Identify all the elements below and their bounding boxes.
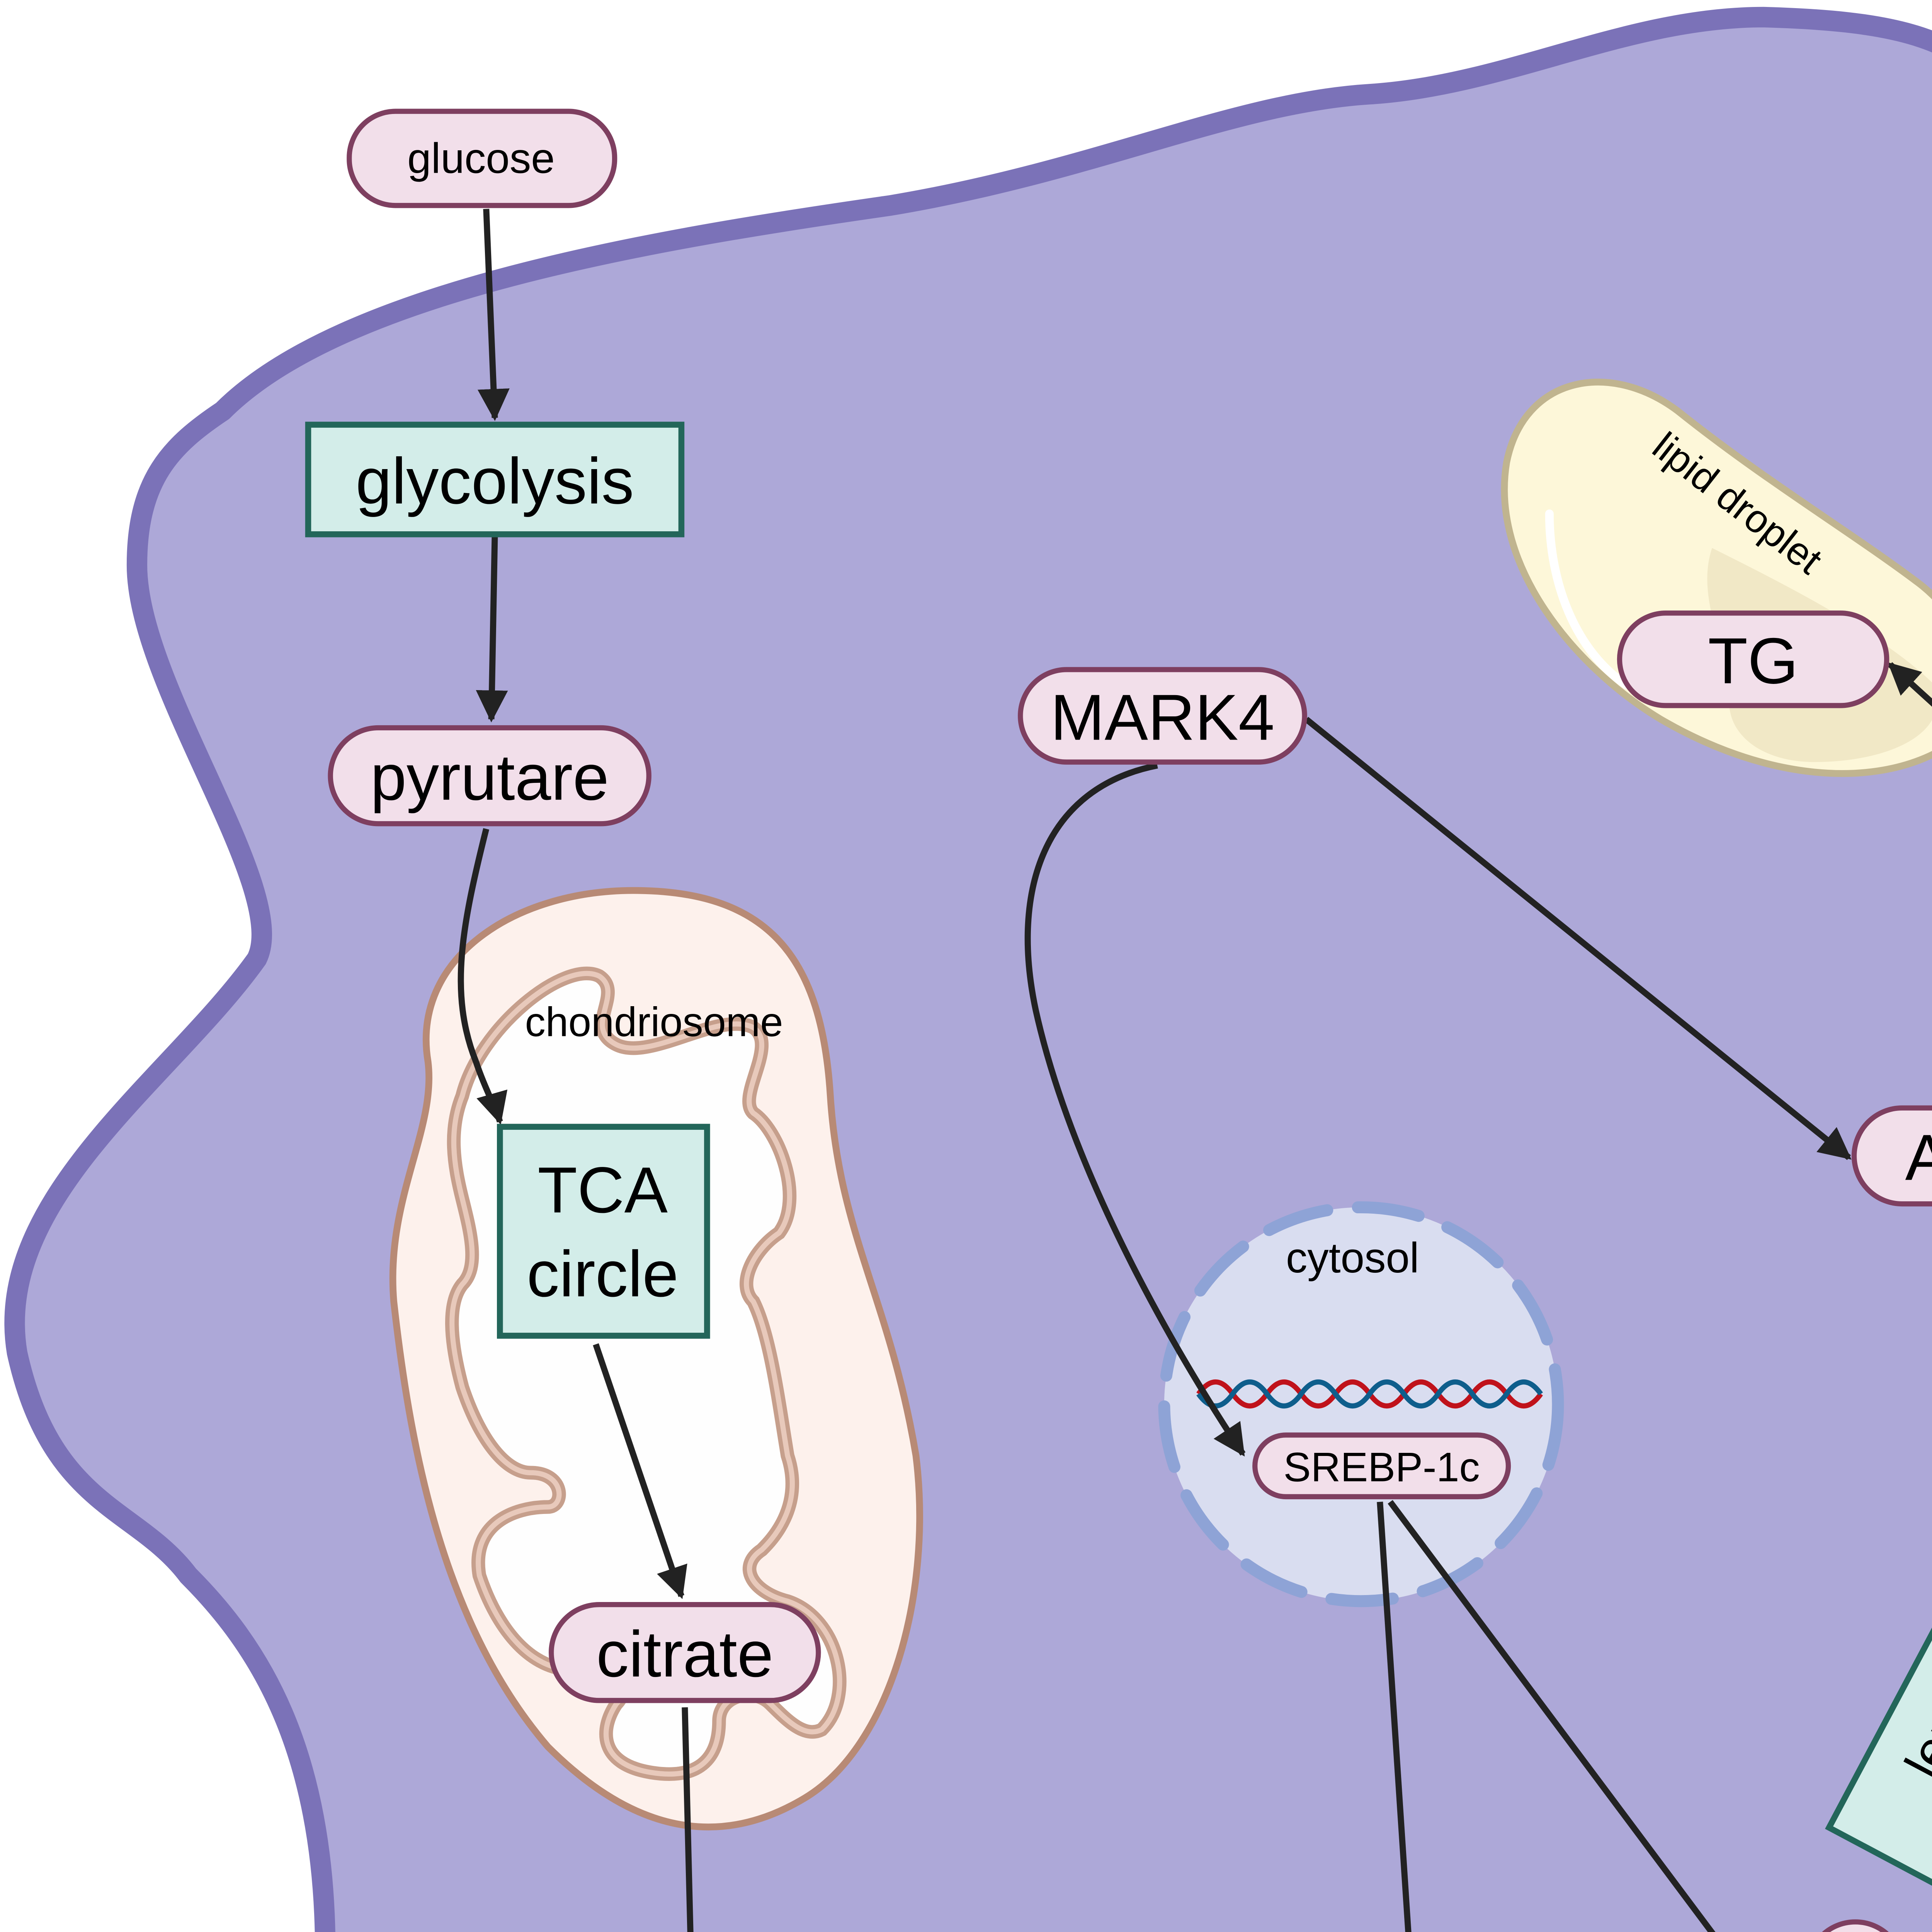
arrow-pyruvate-tca xyxy=(457,828,508,1125)
pathway-arrows xyxy=(457,209,1932,1932)
node-tg-droplet[interactable]: TG xyxy=(1617,610,1889,708)
pyruvate-label: pyrutare xyxy=(370,741,609,814)
nucleus-label: cytosol xyxy=(1286,1234,1419,1282)
srebp1c-label: SREBP-1c xyxy=(1284,1444,1480,1490)
arrow-glycolysis-pyruvate xyxy=(476,536,508,723)
glucose-label: glucose xyxy=(407,135,555,182)
arrow-mark4-atgl xyxy=(1304,717,1852,1160)
tca-label-line1: TCA xyxy=(537,1154,668,1226)
mitochondrion-label: chondriosome xyxy=(525,999,783,1045)
dna-strand-blue xyxy=(1196,1379,1543,1409)
nucleus: cytosol xyxy=(1158,1201,1564,1607)
node-atgl[interactable]: ATGL xyxy=(1851,1105,1932,1207)
tg-droplet-label: TG xyxy=(1708,624,1798,697)
process-glycolysis[interactable]: glycolysis xyxy=(305,422,685,537)
node-mark4[interactable]: MARK4 xyxy=(1018,667,1307,765)
atgl-label: ATGL xyxy=(1905,1121,1932,1194)
arrow-srebp-fasn xyxy=(1388,1500,1716,1932)
node-glucose[interactable]: glucose xyxy=(347,109,617,208)
mark4-label: MARK4 xyxy=(1050,681,1274,754)
tca-label-line2: circle xyxy=(527,1238,679,1310)
arrow-mark4-srebp xyxy=(1024,762,1246,1457)
arrow-citrate-citrate xyxy=(682,1707,694,1932)
citrate-mito-label: citrate xyxy=(596,1618,773,1690)
node-pyruvate[interactable]: pyrutare xyxy=(328,725,651,827)
process-tca-cycle[interactable]: TCA circle xyxy=(497,1124,710,1339)
node-citrate-mitochondrial[interactable]: citrate xyxy=(549,1602,821,1703)
arrow-srebp-acc xyxy=(1377,1502,1412,1932)
arrow-tg-droplet-bidirectional xyxy=(1888,662,1932,838)
node-srebp1c[interactable]: SREBP-1c xyxy=(1252,1432,1511,1500)
arrow-tca-citrate xyxy=(593,1343,687,1599)
glycolysis-label: glycolysis xyxy=(355,445,634,517)
cell-membrane xyxy=(4,7,1932,1932)
arrow-glucose-glycolysis xyxy=(477,209,510,421)
